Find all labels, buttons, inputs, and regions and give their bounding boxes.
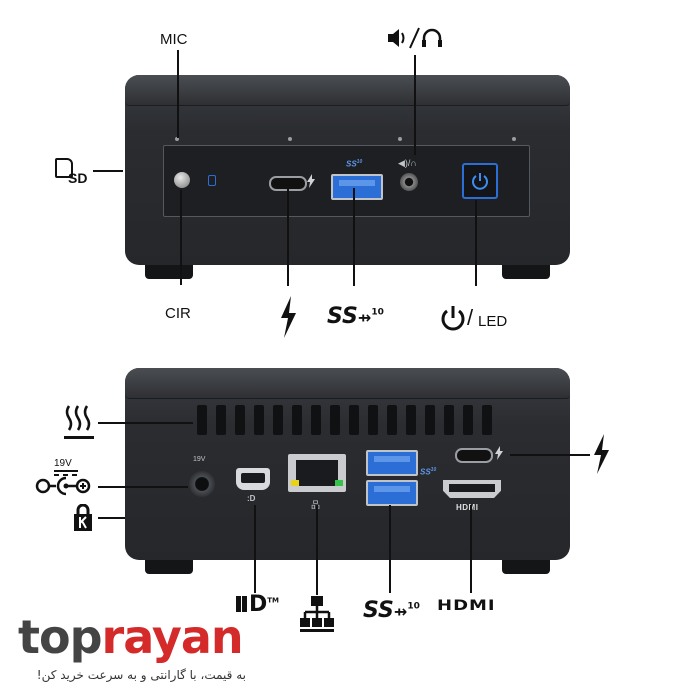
dc-polarity-icon xyxy=(35,470,91,496)
usb-superspeed-logo-rear: SS⇸10 xyxy=(363,598,420,623)
front-port-panel: SS10 ◀)/∩ xyxy=(163,145,530,217)
callout-line xyxy=(98,517,125,519)
callout-line xyxy=(93,170,123,172)
ethernet-network-icon xyxy=(300,596,334,632)
usb-a-port-bottom[interactable] xyxy=(366,480,418,506)
dc-power-jack[interactable] xyxy=(189,471,215,497)
network-mini-icon: 品 xyxy=(311,498,320,511)
indicator-dot xyxy=(288,137,292,141)
callout-line xyxy=(98,422,193,424)
usb-rate-text: 10 xyxy=(371,307,384,318)
ethernet-port[interactable] xyxy=(288,454,346,492)
callout-line xyxy=(475,200,477,286)
storage-activity-icon xyxy=(208,175,216,186)
hdmi-mini-label: HDMI xyxy=(456,503,479,512)
mini-displayport[interactable] xyxy=(236,468,270,490)
front-view-device: SS10 ◀)/∩ xyxy=(125,75,570,279)
brand-name-part2: rayan xyxy=(101,610,244,664)
usb-ss-mini-label: SS10 xyxy=(346,159,363,169)
callout-line xyxy=(353,188,355,286)
displayport-logo: DTM xyxy=(236,592,279,617)
callout-line xyxy=(510,454,590,456)
hdmi-port[interactable] xyxy=(443,480,501,498)
indicator-dot xyxy=(398,137,402,141)
callout-line xyxy=(287,188,289,286)
speaker-headset-icon xyxy=(388,27,442,49)
device-foot xyxy=(145,560,193,574)
callout-line xyxy=(177,50,179,138)
speaker-headset-mini-icon: ◀)/∩ xyxy=(398,158,417,168)
slash-separator: / xyxy=(467,305,474,330)
callout-line xyxy=(254,505,256,593)
cir-label: CIR xyxy=(165,305,191,322)
audio-jack[interactable] xyxy=(400,173,418,191)
rear-view-device: 19V :D 品 SS10 HDMI xyxy=(125,368,570,574)
dc-voltage-label: 19V xyxy=(54,458,72,469)
callout-line xyxy=(98,486,188,488)
sd-card-slot-icon xyxy=(55,158,73,178)
kensington-lock-icon xyxy=(74,504,92,531)
usb-a-port-top[interactable] xyxy=(366,450,418,476)
indicator-dot xyxy=(175,137,179,141)
device-top-lid xyxy=(125,75,570,106)
usb-c-thunderbolt-port-rear[interactable] xyxy=(455,448,493,463)
device-foot xyxy=(502,265,550,279)
indicator-dot xyxy=(512,137,516,141)
callout-line xyxy=(470,505,472,593)
usb-ss-text: SS xyxy=(327,304,358,329)
usb-ss-mini-label: SS10 xyxy=(420,467,437,477)
heat-vent-icon xyxy=(64,405,94,439)
usb-a-port[interactable] xyxy=(331,174,383,200)
thunderbolt-icon xyxy=(281,296,296,338)
device-foot xyxy=(145,265,193,279)
sd-label: SD xyxy=(68,170,88,186)
callout-line xyxy=(389,505,391,593)
callout-line xyxy=(316,505,318,595)
brand-logo: toprayan xyxy=(18,610,244,664)
mic-label: MIC xyxy=(160,31,188,48)
callout-line xyxy=(180,190,182,285)
power-icon xyxy=(472,173,488,190)
usb-rate-text: 10 xyxy=(407,601,420,612)
brand-tagline: به قیمت، با گارانتی و به سرعت خرید کن! xyxy=(36,668,246,682)
dp-trademark: TM xyxy=(267,596,280,605)
thunderbolt-mini-icon xyxy=(495,446,503,460)
hdmi-logo: HDMI xyxy=(437,597,496,614)
dc-jack-mini-icon: 19V xyxy=(193,456,206,463)
vent-grille xyxy=(197,405,497,435)
thunderbolt-icon xyxy=(594,434,609,474)
device-top-lid xyxy=(125,368,570,399)
power-button[interactable] xyxy=(462,163,498,199)
led-label: LED xyxy=(478,313,508,330)
cir-sensor xyxy=(174,172,190,188)
device-foot xyxy=(502,560,550,574)
power-icon xyxy=(441,306,465,331)
usb-ss-text: SS xyxy=(363,598,394,623)
callout-line xyxy=(414,55,416,155)
usb-superspeed-logo: SS⇸10 xyxy=(327,304,384,329)
brand-name-part1: top xyxy=(18,610,103,664)
thunderbolt-icon xyxy=(307,174,315,188)
dp-mini-icon: :D xyxy=(247,494,256,503)
